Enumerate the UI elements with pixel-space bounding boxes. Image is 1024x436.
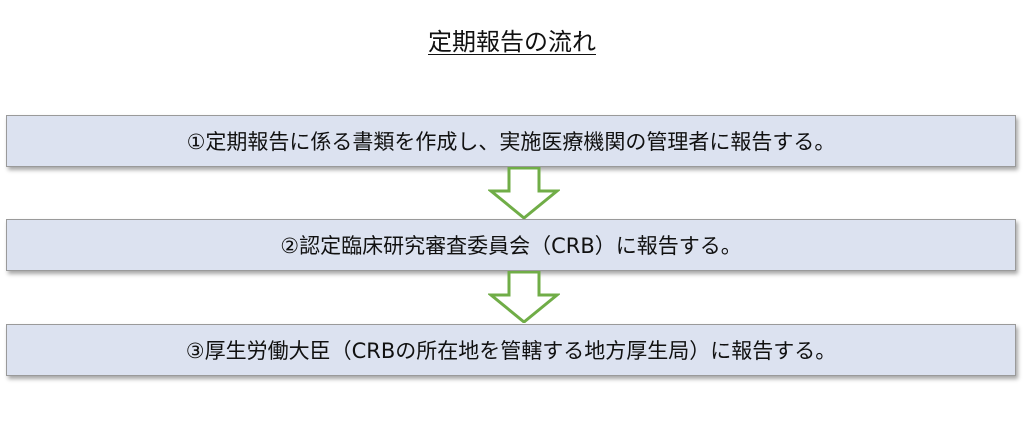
step-2-text: ②認定臨床研究審査委員会（CRB）に報告する。 (280, 234, 742, 258)
diagram-title-text: 定期報告の流れ (428, 28, 596, 56)
step-box-3: ③厚生労働大臣（CRBの所在地を管轄する地方厚生局）に報告する。 (6, 324, 1016, 376)
step-3-text: ③厚生労働大臣（CRBの所在地を管轄する地方厚生局）に報告する。 (185, 339, 837, 363)
step-box-2: ②認定臨床研究審査委員会（CRB）に報告する。 (6, 219, 1016, 271)
down-arrow-icon (488, 271, 560, 323)
step-1-text: ①定期報告に係る書類を作成し、実施医療機関の管理者に報告する。 (186, 130, 836, 154)
diagram-title: 定期報告の流れ (0, 26, 1024, 58)
down-arrow-icon (488, 167, 560, 219)
step-box-1: ①定期報告に係る書類を作成し、実施医療機関の管理者に報告する。 (6, 115, 1016, 167)
